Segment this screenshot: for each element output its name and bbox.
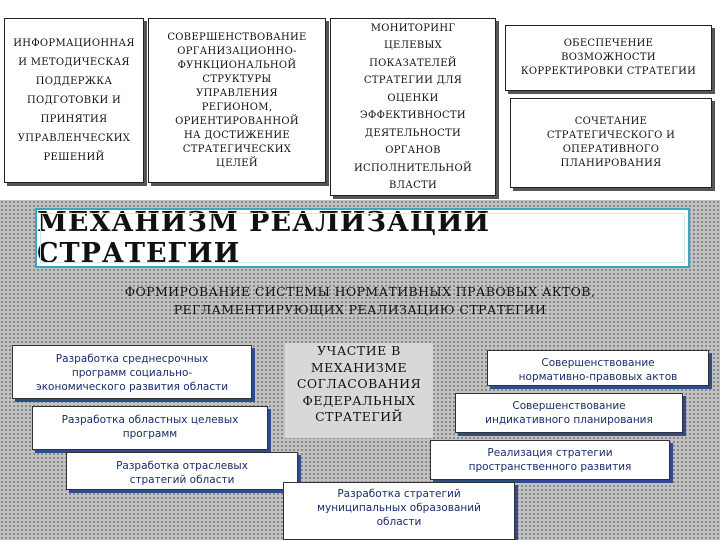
medium-term-programs-box: Разработка среднесрочных программ социал…: [12, 345, 252, 399]
box-combination: СОЧЕТАНИЕ СТРАТЕГИЧЕСКОГО И ОПЕРАТИВНОГО…: [510, 98, 712, 188]
box-info-support: ИНФОРМАЦИОННАЯ И МЕТОДИЧЕСКАЯ ПОДДЕРЖКА …: [4, 18, 144, 183]
box-correction-text: ОБЕСПЕЧЕНИЕ ВОЗМОЖНОСТИ КОРРЕКТИРОВКИ СТ…: [520, 38, 697, 77]
federal-strategies-participation: УЧАСТИЕ В МЕХАНИЗМЕ СОГЛАСОВАНИЯ ФЕДЕРАЛ…: [285, 343, 433, 438]
box-org-improvement-text: СОВЕРШЕНСТВОВАНИЕ ОРГАНИЗАЦИОННО- ФУНКЦИ…: [167, 31, 307, 169]
legal-acts-improvement-box: Совершенствование нормативно-правовых ак…: [487, 350, 709, 386]
box-correction: ОБЕСПЕЧЕНИЕ ВОЗМОЖНОСТИ КОРРЕКТИРОВКИ СТ…: [505, 25, 712, 91]
box-monitoring: МОНИТОРИНГ ЦЕЛЕВЫХ ПОКАЗАТЕЛЕЙ СТРАТЕГИИ…: [330, 18, 496, 196]
municipal-strategies-box: Разработка стратегий муниципальных образ…: [283, 482, 515, 540]
mechanism-title: МЕХАНИЗМ РЕАЛИЗАЦИИ СТРАТЕГИИ: [37, 207, 491, 269]
box-org-improvement: СОВЕРШЕНСТВОВАНИЕ ОРГАНИЗАЦИОННО- ФУНКЦИ…: [148, 18, 326, 183]
spatial-development-box: Реализация стратегии пространственного р…: [430, 440, 670, 480]
sector-strategies-box: Разработка отраслевых стратегий области: [66, 452, 298, 490]
indicative-planning-box: Совершенствование индикативного планиров…: [455, 393, 683, 433]
legal-acts-subtitle: ФОРМИРОВАНИЕ СИСТЕМЫ НОРМАТИВНЫХ ПРАВОВЫ…: [124, 284, 596, 317]
mechanism-title-box: МЕХАНИЗМ РЕАЛИЗАЦИИ СТРАТЕГИИ: [35, 207, 690, 269]
regional-target-programs-box: Разработка областных целевых программ: [32, 406, 268, 450]
box-info-support-text: ИНФОРМАЦИОННАЯ И МЕТОДИЧЕСКАЯ ПОДДЕРЖКА …: [13, 38, 135, 163]
box-monitoring-text: МОНИТОРИНГ ЦЕЛЕВЫХ ПОКАЗАТЕЛЕЙ СТРАТЕГИИ…: [354, 22, 472, 192]
box-combination-text: СОЧЕТАНИЕ СТРАТЕГИЧЕСКОГО И ОПЕРАТИВНОГО…: [546, 116, 676, 169]
